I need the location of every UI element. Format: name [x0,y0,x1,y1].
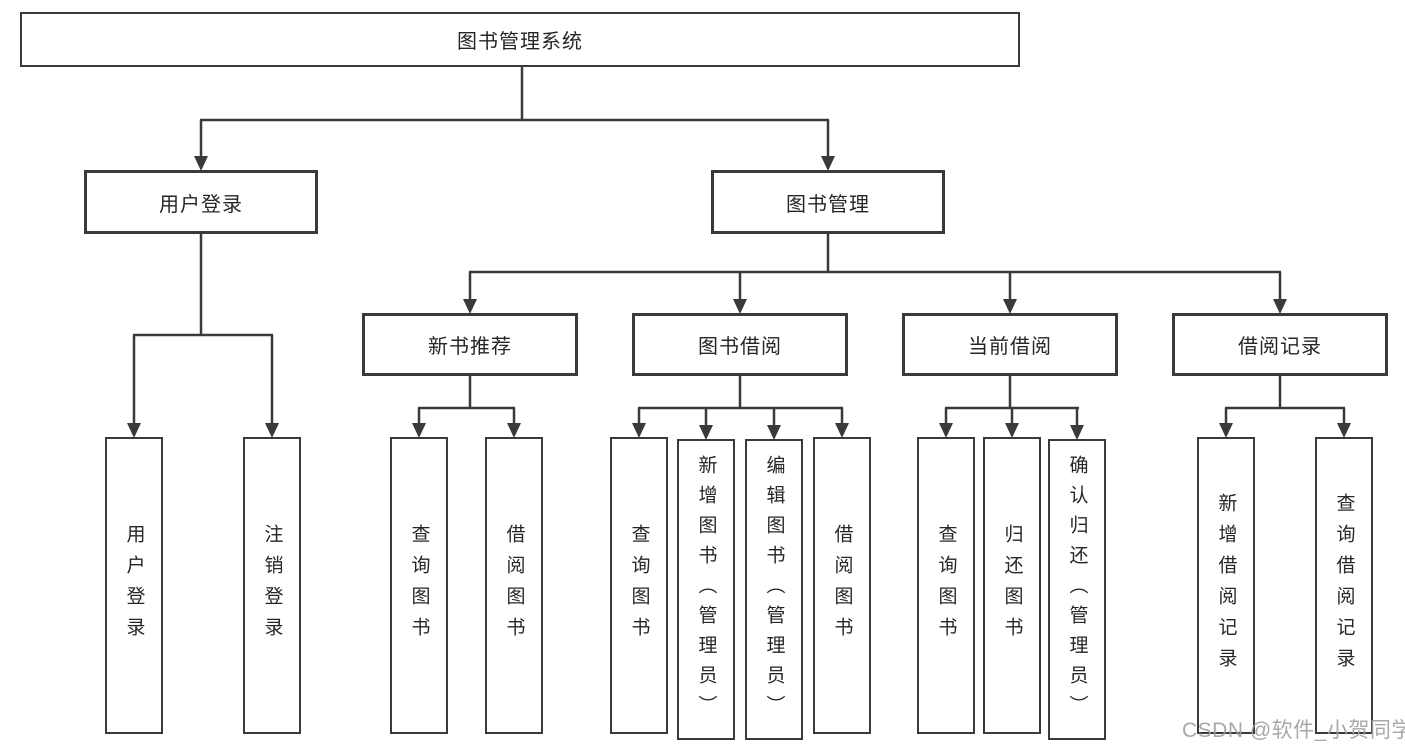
node-book-management-module: 图书管理 [711,170,945,234]
leaf-add-books-admin: 新增图书（管理员） [677,439,735,740]
watermark: CSDN @软件_小贺同学 [1182,719,1405,742]
node-user-login-module: 用户登录 [84,170,318,234]
leaf-query-books-borrowing: 查询图书 [610,437,668,734]
node-library-system: 图书管理系统 [20,12,1020,67]
leaf-query-books-recommend: 查询图书 [390,437,448,734]
node-book-borrowing: 图书借阅 [632,313,848,376]
leaf-user-login: 用户登录 [105,437,163,734]
leaf-query-books-current: 查询图书 [917,437,975,734]
leaf-borrow-books: 借阅图书 [813,437,871,734]
leaf-borrow-books-recommend: 借阅图书 [485,437,543,734]
node-borrowing-records: 借阅记录 [1172,313,1388,376]
leaf-confirm-return-admin: 确认归还（管理员） [1048,439,1106,740]
leaf-add-borrow-record: 新增借阅记录 [1197,437,1255,734]
leaf-query-borrow-record: 查询借阅记录 [1315,437,1373,734]
leaf-return-books: 归还图书 [983,437,1041,734]
node-current-borrowing: 当前借阅 [902,313,1118,376]
node-new-book-recommendation: 新书推荐 [362,313,578,376]
leaf-logout: 注销登录 [243,437,301,734]
leaf-edit-books-admin: 编辑图书（管理员） [745,439,803,740]
